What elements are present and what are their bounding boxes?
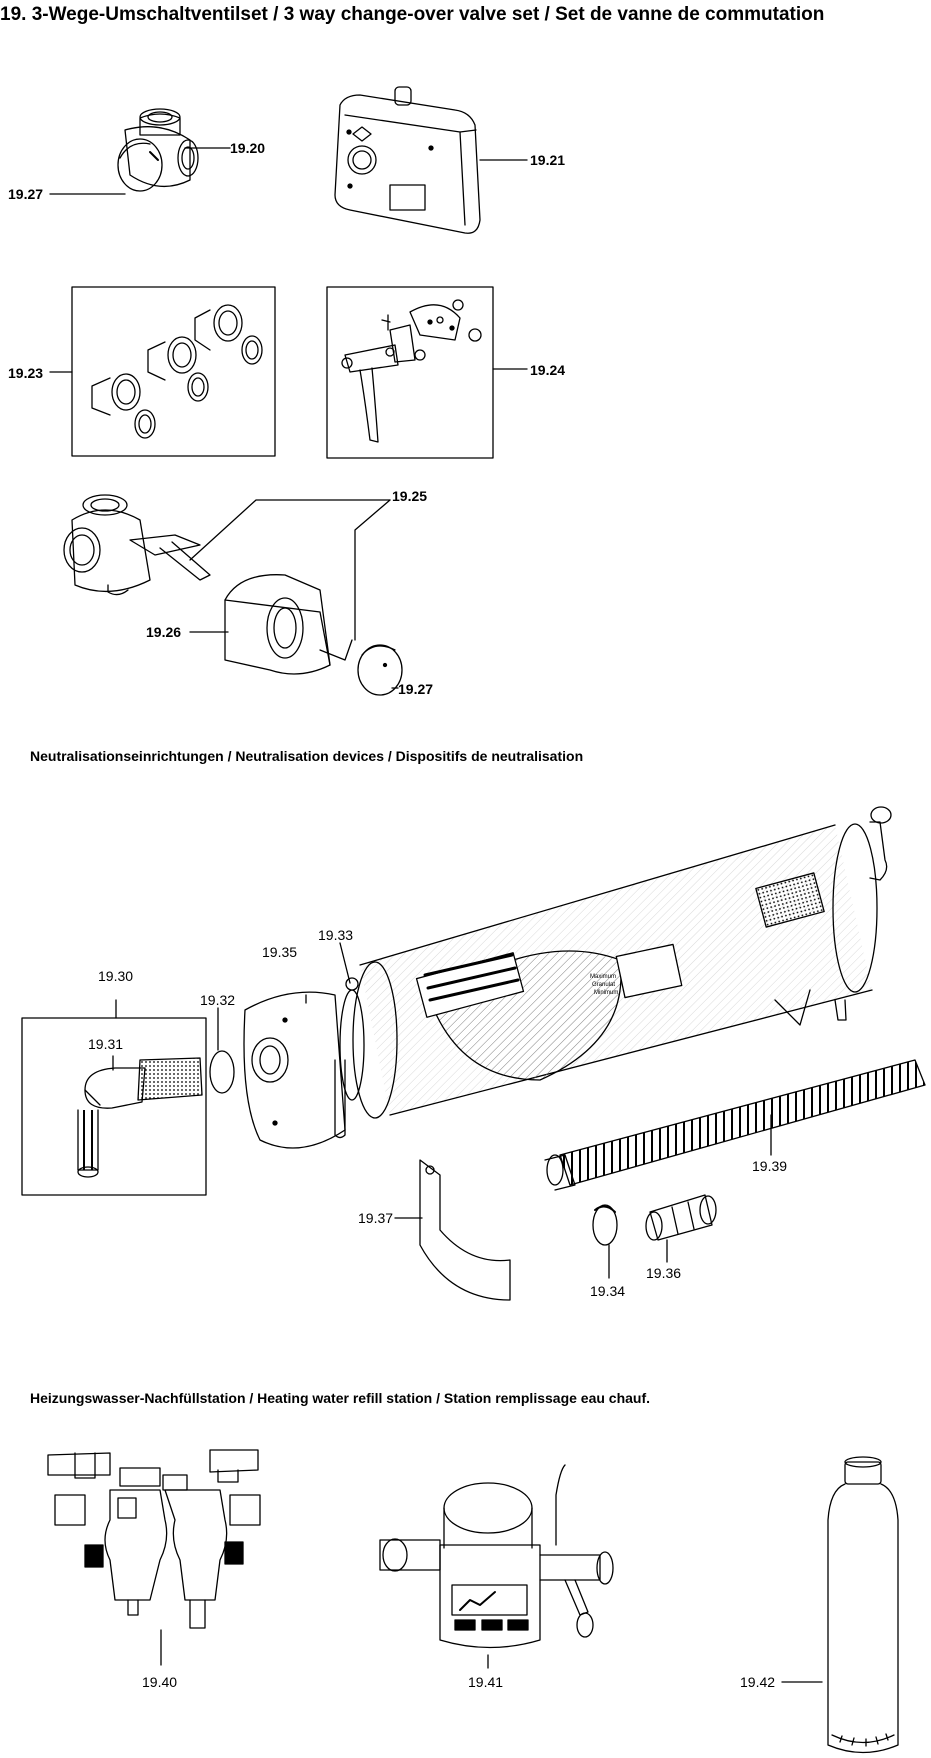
lever-kit bbox=[341, 299, 482, 443]
hose-clamp bbox=[209, 1050, 235, 1094]
part-label-19-30: 19.30 bbox=[98, 968, 134, 984]
corrugated-hose bbox=[544, 1059, 926, 1191]
leader-19-25-right bbox=[354, 499, 391, 641]
tank-tag-1: Maximum bbox=[590, 974, 616, 980]
part-label-19-24: 19.24 bbox=[530, 362, 566, 378]
part-label-19-26: 19.26 bbox=[146, 624, 182, 640]
leader-19-33 bbox=[339, 942, 351, 984]
part-label-19-32: 19.32 bbox=[200, 992, 236, 1008]
water-softening-unit bbox=[379, 1464, 614, 1649]
part-label-19-25: 19.25 bbox=[392, 488, 428, 504]
section-neutralisation-title: Neutralisationseinrichtungen / Neutralis… bbox=[30, 748, 584, 764]
bracket-hole bbox=[425, 1165, 435, 1175]
small-clamp bbox=[592, 1204, 618, 1246]
hose-connector bbox=[645, 1194, 717, 1241]
fittings-box bbox=[71, 286, 276, 457]
tank-tag-3: Minimum bbox=[594, 990, 618, 996]
part-label-19-41: 19.41 bbox=[468, 1674, 504, 1690]
tank-tag-2: Granulat bbox=[592, 982, 615, 988]
part-label-19-34: 19.34 bbox=[590, 1283, 626, 1299]
part-label-19-21: 19.21 bbox=[530, 152, 566, 168]
refill-cartridge-bottle bbox=[827, 1456, 899, 1754]
filter-box bbox=[21, 1017, 207, 1196]
refill-valve-group bbox=[47, 1449, 261, 1629]
part-label-19-27b: 19.27 bbox=[398, 681, 434, 697]
fittings-set bbox=[91, 304, 263, 439]
part-label-19-20: 19.20 bbox=[230, 140, 266, 156]
section-refill-title: Heizungswasser-Nachfüllstation / Heating… bbox=[30, 1390, 651, 1406]
lever-box bbox=[326, 286, 494, 459]
leader-19-25-left bbox=[189, 499, 391, 561]
valve-body-3way bbox=[117, 108, 199, 192]
filter-cartridge bbox=[77, 1057, 203, 1178]
page-title: 19. 3-Wege-Umschaltventilset / 3 way cha… bbox=[0, 4, 825, 25]
neutralisation-tank bbox=[243, 806, 892, 1149]
part-label-19-39: 19.39 bbox=[752, 1158, 788, 1174]
part-label-19-40: 19.40 bbox=[142, 1674, 178, 1690]
part-label-19-23: 19.23 bbox=[8, 365, 44, 381]
part-label-19-36: 19.36 bbox=[646, 1265, 682, 1281]
part-label-19-37: 19.37 bbox=[358, 1210, 394, 1226]
part-label-19-31: 19.31 bbox=[88, 1036, 124, 1052]
part-label-19-27a: 19.27 bbox=[8, 186, 44, 202]
part-label-19-42: 19.42 bbox=[740, 1674, 776, 1690]
valve-actuator-assembly bbox=[63, 494, 403, 696]
actuator-motor bbox=[334, 86, 481, 234]
part-label-19-33: 19.33 bbox=[318, 927, 354, 943]
wall-bracket bbox=[419, 1159, 511, 1301]
part-label-19-35: 19.35 bbox=[262, 944, 298, 960]
